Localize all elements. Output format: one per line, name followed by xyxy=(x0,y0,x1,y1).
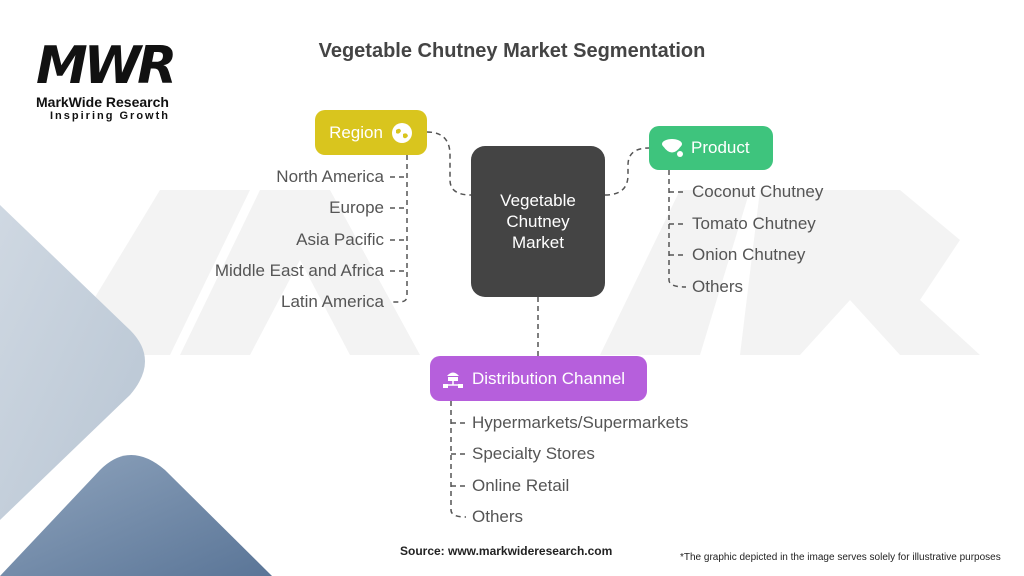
center-line: Vegetable xyxy=(500,191,576,210)
logo-name: MarkWide Research xyxy=(36,94,169,110)
category-label: Product xyxy=(691,138,750,157)
disclaimer-text: *The graphic depicted in the image serve… xyxy=(680,552,1001,563)
category-distribution-channel: Distribution Channel xyxy=(430,356,647,401)
center-line: Market xyxy=(512,233,564,252)
product-item: Tomato Chutney xyxy=(692,214,816,233)
logo-mark: MWR xyxy=(36,36,177,96)
region-item: Europe xyxy=(329,198,384,217)
distribution-item: Hypermarkets/Supermarkets xyxy=(472,413,689,432)
source-text: Source: www.markwideresearch.com xyxy=(400,544,613,558)
product-item: Coconut Chutney xyxy=(692,182,824,201)
bowl-icon xyxy=(661,137,683,159)
category-label: Region xyxy=(329,122,383,142)
distribution-item: Others xyxy=(472,507,524,526)
logo: MWR MarkWide Research Inspiring Growth xyxy=(36,40,186,122)
category-region: Region xyxy=(315,110,427,155)
globe-icon xyxy=(391,122,413,144)
center-line: Chutney xyxy=(506,212,570,231)
product-item: Others xyxy=(692,277,744,296)
page-title: Vegetable Chutney Market Segmentation xyxy=(318,40,706,62)
product-item: Onion Chutney xyxy=(692,245,806,264)
region-item: North America xyxy=(276,167,384,186)
network-icon xyxy=(442,368,464,390)
distribution-item: Online Retail xyxy=(472,476,570,495)
distribution-item: Specialty Stores xyxy=(472,444,595,463)
category-product: Product xyxy=(649,126,773,170)
region-item: Middle East and Africa xyxy=(214,261,384,280)
logo-tagline: Inspiring Growth xyxy=(50,110,170,122)
region-item: Latin America xyxy=(281,292,384,311)
category-label: Distribution Channel xyxy=(472,368,626,388)
region-item: Asia Pacific xyxy=(296,230,384,249)
